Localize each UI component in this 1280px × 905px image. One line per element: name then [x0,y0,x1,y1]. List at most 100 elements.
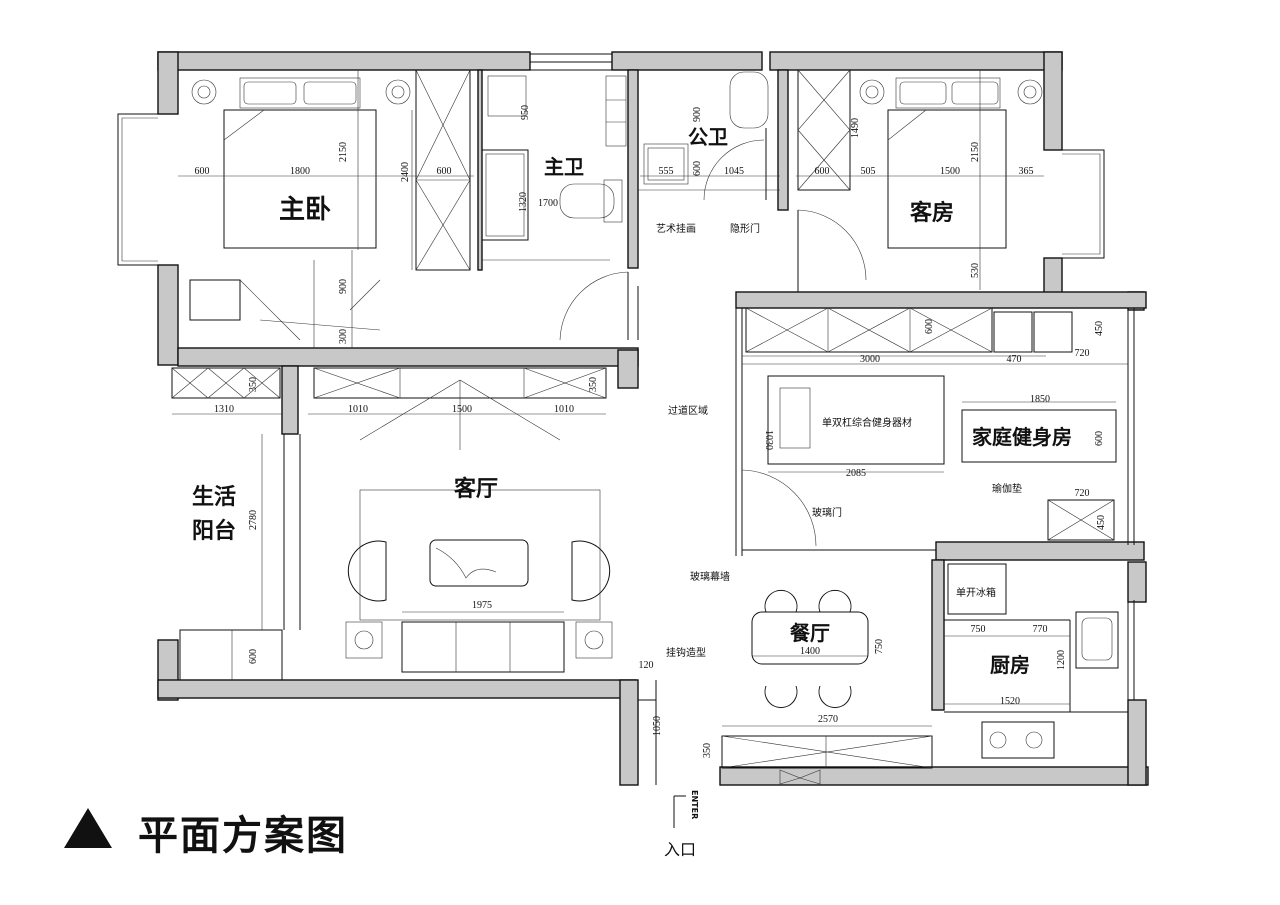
dim-label: 1010 [348,404,368,415]
fridge [947,563,1007,615]
dim-label: 750 [874,639,885,654]
top-window [530,53,612,71]
dim-label: 720 [1075,488,1090,499]
kitchen-sink [1075,611,1119,669]
burner-icon [989,731,1007,749]
dim-label: 1975 [472,600,492,611]
dim-label: 555 [659,166,674,177]
balcony-label-2: 阳台 [192,518,236,544]
cabinet [1033,311,1073,353]
wardrobe [415,69,471,271]
note-gym-equipment: 单双杠综合健身器材 [822,416,912,429]
public-bath: 公卫 [638,71,780,200]
dim-label: 350 [248,377,259,392]
chair [764,590,798,613]
public-bath-label: 公卫 [688,125,728,149]
dining-label: 餐厅 [790,621,830,645]
basin [643,143,689,185]
master-bed [223,109,377,249]
stove [981,721,1055,759]
desk [189,279,241,321]
dim-label: 600 [924,319,935,334]
dim-label: 600 [248,649,259,664]
dimension-lines [172,70,1116,727]
side-table [575,621,613,659]
toilet [729,71,769,129]
dim-label: 120 [639,660,654,671]
dim-label: 600 [437,166,452,177]
dim-label: 450 [1096,515,1107,530]
dim-label: 1850 [1030,394,1050,405]
gym: 家庭健身房 [735,307,1135,556]
dim-label: 1030 [763,430,774,450]
dim-label: 3000 [860,354,880,365]
lamp-icon [191,79,217,105]
chair [818,685,852,708]
dim-label: 1500 [452,404,472,415]
master-bedroom: 主卧 [189,69,471,348]
dim-label: 1400 [800,646,820,657]
dim-label: 350 [588,377,599,392]
yoga-mat [961,409,1117,463]
kitchen: 厨房 [944,563,1135,759]
dim-label: 1045 [724,166,744,177]
enter-text: ENTER [690,790,699,820]
dim-label: 470 [1007,354,1022,365]
toilet [559,183,615,219]
armchair [571,540,611,602]
dim-label: 1200 [1056,650,1067,670]
balcony-cabinet [171,367,281,399]
gym-label: 家庭健身房 [972,425,1072,449]
master-bath: 主卫 [481,75,627,261]
entry-label: 入口 [664,840,697,859]
dim-label: 300 [338,329,349,344]
dim-label: 350 [702,743,713,758]
dim-label: 600 [692,161,703,176]
chair [764,685,798,708]
dim-label: 1310 [214,404,234,415]
dim-label: 2085 [846,468,866,479]
bay-windows [117,113,1105,266]
dim-label: 365 [1019,166,1034,177]
note-hidden-door: 隐形门 [730,222,760,235]
living-room-label: 客厅 [454,476,498,502]
note-hook: 挂钩造型 [666,646,706,659]
dimension-labels: 600 1800 2150 2400 600 950 1320 1700 900… [195,105,1108,758]
chair [818,590,852,613]
doors [559,139,765,341]
note-fridge: 单开冰箱 [956,586,996,599]
dim-label: 1700 [538,198,558,209]
dim-label: 2150 [970,142,981,162]
note-corridor: 过道区域 [668,404,708,417]
dim-label: 1320 [518,192,529,212]
lamp-icon [385,79,411,105]
dim-label: 900 [692,107,703,122]
title-triangle-icon [64,808,112,848]
gym-equipment [767,375,945,465]
master-bedroom-label: 主卧 [279,195,331,225]
guest-bed [887,109,1007,249]
burner-icon [1025,731,1043,749]
entry [638,680,821,828]
note-glass-curtain: 玻璃幕墙 [690,570,730,583]
balcony: 生活 阳台 [171,367,301,681]
dim-label: 2570 [818,714,838,725]
kitchen-label: 厨房 [990,653,1030,677]
entrance-cabinet [721,735,933,769]
gym-cabinet [745,307,993,353]
dim-label: 1800 [290,166,310,177]
interior-walls [177,69,1147,711]
note-yoga-mat: 瑜伽垫 [992,482,1022,495]
dim-label: 900 [338,279,349,294]
guest-room-label: 客房 [910,200,954,226]
exterior-walls [157,51,1149,786]
dim-label: 600 [1094,431,1105,446]
guest-room: 客房 [797,69,1043,292]
coffee-table [429,539,529,587]
dim-label: 720 [1075,348,1090,359]
master-bath-label: 主卫 [544,155,584,179]
dim-label: 2150 [338,142,349,162]
dim-label: 750 [971,624,986,635]
note-art-painting: 艺术挂画 [656,222,696,235]
